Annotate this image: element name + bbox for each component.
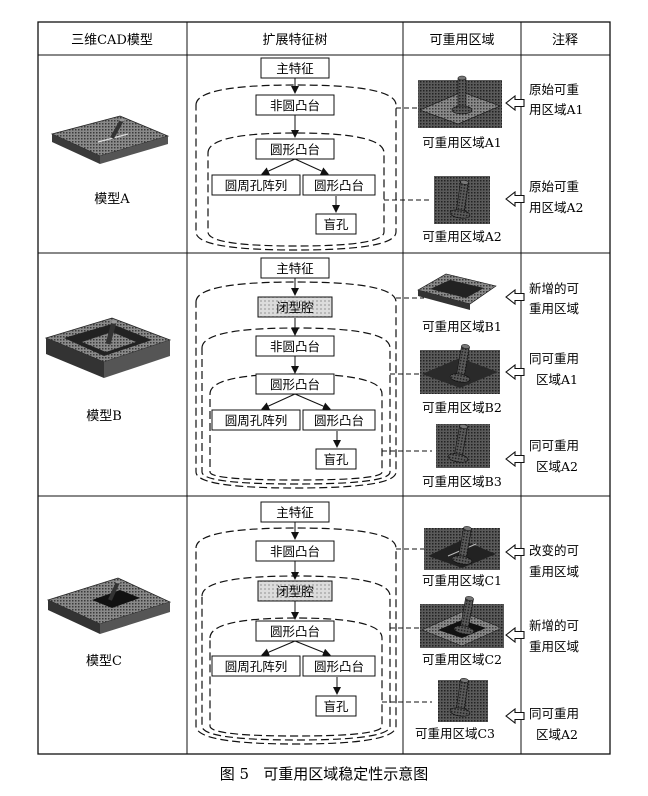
tree-c-circle-boss-2: 圆形凸台 [314, 659, 364, 674]
tree-b-closed-cavity: 闭型腔 [276, 300, 314, 315]
tree-a-blind-hole: 盲孔 [323, 217, 349, 232]
region-b3-label: 可重用区域B3 [422, 474, 502, 489]
header-region: 可重用区域 [429, 32, 494, 48]
region-a2-label: 可重用区域A2 [422, 229, 501, 244]
note-a1-line1: 原始可重 [529, 82, 579, 97]
tree-b [195, 257, 397, 489]
note-c3-line1: 同可重用 [529, 706, 579, 721]
region-c3-image [438, 676, 488, 722]
note-b2-line2: 区域A1 [536, 372, 578, 387]
region-c1-image [424, 524, 500, 570]
node-circle-boss-2 [302, 174, 376, 196]
note-b1-line1: 新增的可 [529, 281, 579, 296]
region-b1-label: 可重用区域B1 [422, 319, 502, 334]
region-b2-label: 可重用区域B2 [422, 400, 502, 415]
region-c3-label: 可重用区域C3 [415, 726, 495, 741]
header-tree: 扩展特征树 [262, 33, 327, 48]
header-row: 三维CAD模型 扩展特征树 可重用区域 注释 [71, 32, 578, 48]
tree-a-circle-boss-2: 圆形凸台 [314, 178, 364, 193]
tree-c [195, 501, 397, 745]
tree-b-circle-boss-2: 圆形凸台 [314, 413, 364, 428]
header-notes: 注释 [552, 33, 578, 48]
region-b2-image [420, 342, 500, 394]
model-c-image [46, 577, 172, 634]
tree-c-circle-boss: 圆形凸台 [270, 624, 320, 639]
note-b3-line2: 区域A2 [536, 459, 578, 474]
note-c1-line2: 重用区域 [529, 564, 579, 579]
region-b3-image [436, 422, 490, 468]
tree-a [195, 57, 397, 251]
tree-c-blind-hole: 盲孔 [323, 699, 349, 714]
header-model: 三维CAD模型 [71, 33, 153, 48]
tree-a-main-feature: 主特征 [276, 61, 314, 76]
tree-c-closed-cavity: 闭型腔 [276, 584, 314, 599]
region-c2-image [420, 594, 504, 648]
node-main-feature [260, 57, 330, 79]
region-a1-image [418, 75, 502, 128]
note-a2-line2: 用区域A2 [529, 200, 583, 215]
note-c2-line1: 新增的可 [529, 618, 579, 633]
table-frame [37, 21, 611, 755]
node-noncircle-boss [255, 94, 335, 116]
model-b-label: 模型B [86, 409, 122, 424]
model-a-image [50, 115, 170, 164]
note-b3-line1: 同可重用 [529, 438, 579, 453]
node-circle-boss [255, 138, 335, 160]
tree-b-circ-hole-array: 圆周孔阵列 [225, 413, 288, 428]
note-b1-line2: 重用区域 [529, 301, 579, 316]
note-c2-line2: 重用区域 [529, 639, 579, 654]
tree-b-main-feature: 主特征 [276, 261, 314, 276]
tree-c-main-feature: 主特征 [276, 505, 314, 520]
node-circ-hole-array [211, 174, 301, 196]
note-a2-line1: 原始可重 [529, 179, 579, 194]
region-c2-label: 可重用区域C2 [422, 652, 502, 667]
tree-b-noncircle-boss: 非圆凸台 [270, 339, 320, 354]
tree-c-circ-hole-array: 圆周孔阵列 [225, 659, 288, 674]
region-a2-image [434, 176, 490, 224]
tree-a-circ-hole-array: 圆周孔阵列 [225, 178, 288, 193]
model-b-image [44, 317, 172, 378]
tree-a-noncircle-boss: 非圆凸台 [270, 98, 320, 113]
model-a-label: 模型A [94, 192, 130, 207]
region-a1-label: 可重用区域A1 [422, 135, 501, 150]
note-b2-line1: 同可重用 [529, 351, 579, 366]
region-c1-label: 可重用区域C1 [422, 573, 502, 588]
note-c3-line2: 区域A2 [536, 727, 578, 742]
note-c1-line1: 改变的可 [529, 543, 579, 558]
tree-a-circle-boss: 圆形凸台 [270, 142, 320, 157]
tree-c-noncircle-boss: 非圆凸台 [270, 544, 320, 559]
tree-b-circle-boss: 圆形凸台 [270, 377, 320, 392]
region-b1-image [417, 273, 497, 310]
note-a1-line2: 用区域A1 [529, 102, 583, 117]
tree-b-blind-hole: 盲孔 [323, 452, 349, 467]
model-c-label: 模型C [86, 654, 122, 669]
figure-caption: 图 5 可重用区域稳定性示意图 [220, 765, 429, 783]
node-blind-hole [315, 213, 357, 235]
